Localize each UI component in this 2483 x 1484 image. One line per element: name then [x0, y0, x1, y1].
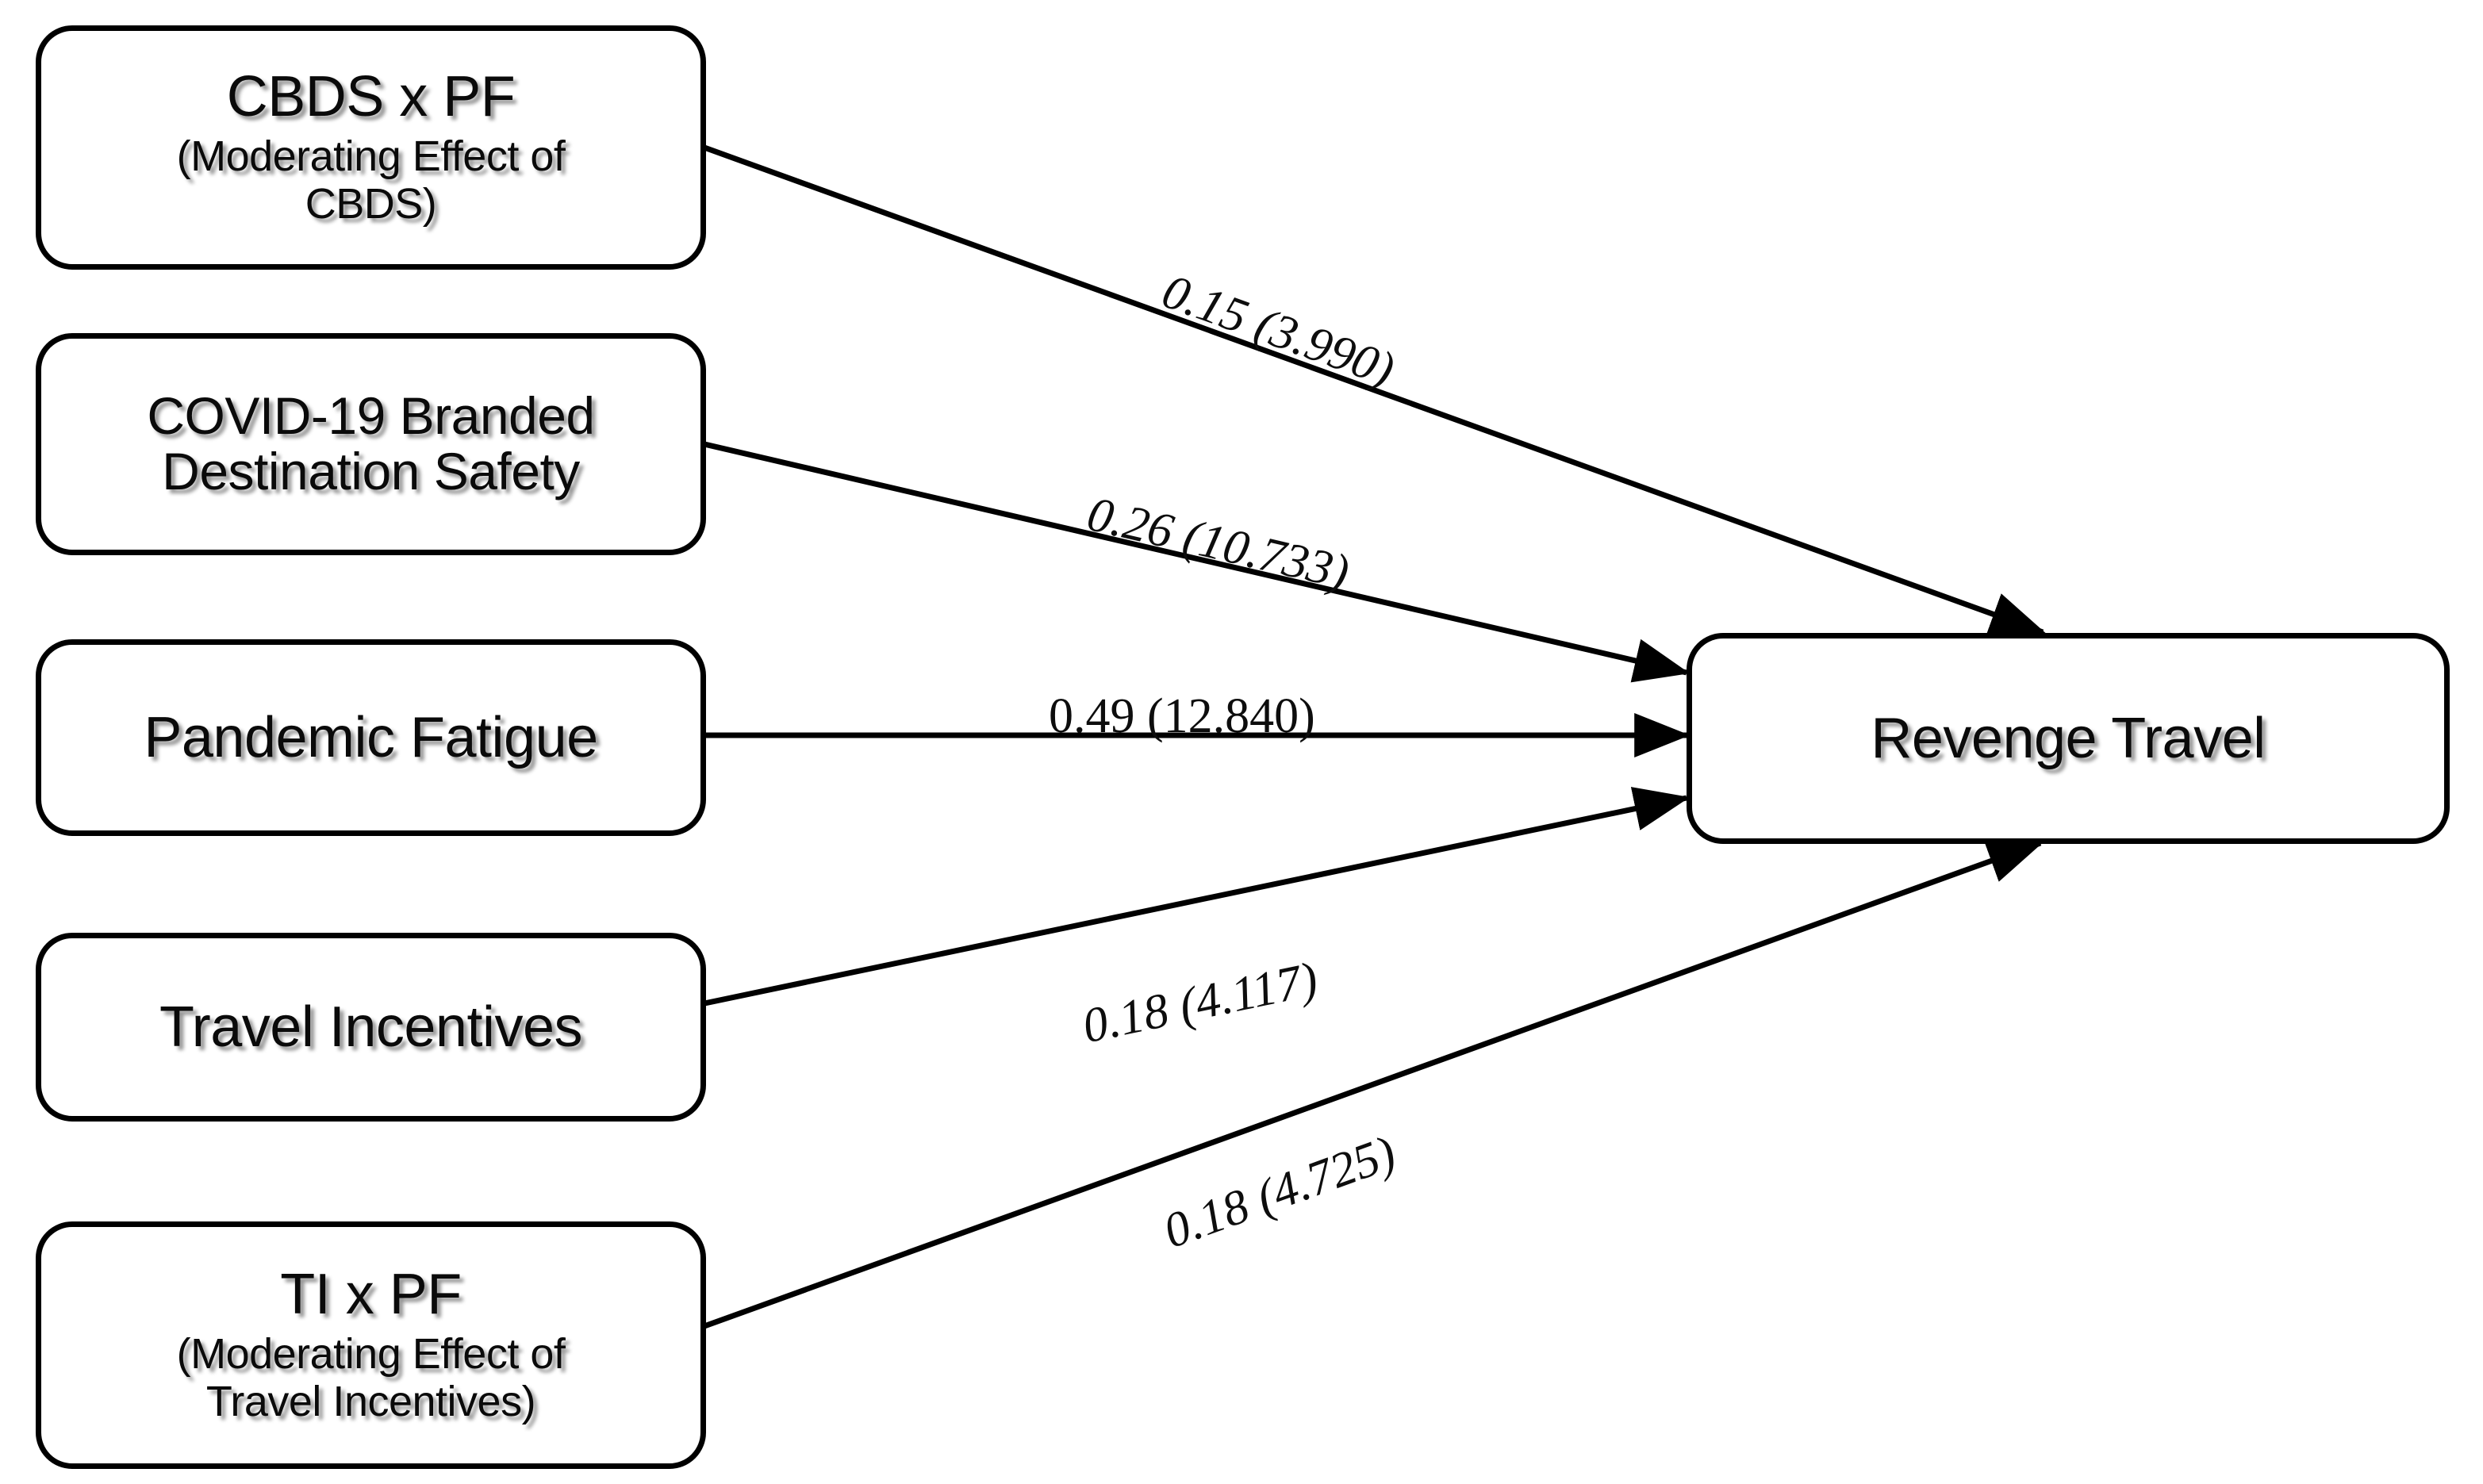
node-title: Travel Incentives — [159, 995, 583, 1059]
node-travel-incentives[interactable]: Travel Incentives — [36, 933, 706, 1122]
arrow-ti-x-pf — [703, 840, 2044, 1329]
path-label-pandemic-fatigue: 0.49 (12.840) — [1049, 689, 1315, 743]
arrow-travel-incentives — [704, 787, 1691, 1007]
node-title: TI x PF — [280, 1263, 462, 1327]
arrow-cbds-x-pf — [703, 144, 2046, 635]
node-cbds-x-pf[interactable]: CBDS x PF (Moderating Effect of CBDS) — [36, 25, 706, 270]
node-covid-branded-destination-safety[interactable]: COVID-19 Branded Destination Safety — [36, 333, 706, 555]
arrow-covid-branded-destination-safety — [704, 441, 1691, 683]
node-title: COVID-19 Branded Destination Safety — [147, 386, 595, 500]
node-pandemic-fatigue[interactable]: Pandemic Fatigue — [36, 639, 706, 836]
node-title: Revenge Travel — [1871, 706, 2266, 770]
node-title: Pandemic Fatigue — [144, 705, 598, 769]
node-subtitle: (Moderating Effect of Travel Incentives) — [176, 1329, 566, 1426]
node-subtitle: (Moderating Effect of CBDS) — [176, 132, 566, 228]
node-title: CBDS x PF — [226, 65, 516, 129]
node-ti-x-pf[interactable]: TI x PF (Moderating Effect of Travel Inc… — [36, 1221, 706, 1469]
node-revenge-travel[interactable]: Revenge Travel — [1687, 633, 2450, 844]
